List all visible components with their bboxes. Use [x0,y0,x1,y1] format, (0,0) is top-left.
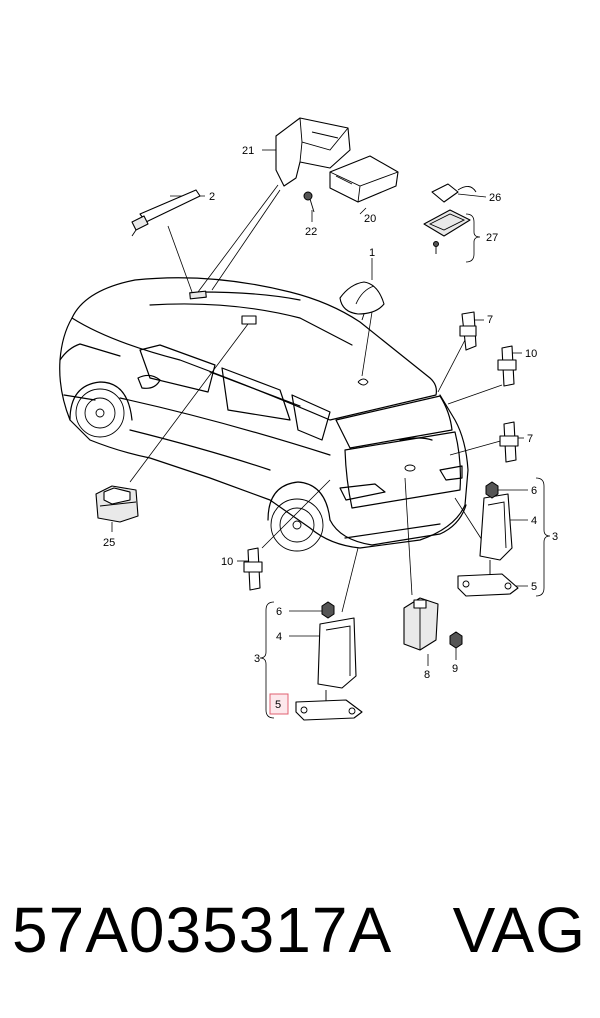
callout-labels: 21 2 20 22 26 27 1 7 10 7 6 4 3 5 25 10 … [103,145,558,711]
callout-4-right: 4 [531,515,537,527]
callout-27: 27 [486,232,498,244]
part-10-sensor-left [243,547,263,591]
part-3-bracket-left [295,601,363,721]
part-21-bracket [275,117,351,187]
callout-2: 2 [209,191,215,203]
car-illustration [59,277,469,552]
brand-label: VAG [452,894,586,966]
callout-9: 9 [452,663,458,675]
callout-21: 21 [242,145,254,157]
part-1-antenna [339,281,385,321]
callout-6-right: 6 [531,485,537,497]
callout-7-top: 7 [487,314,493,326]
callout-26: 26 [489,192,501,204]
callout-10-left: 10 [221,556,233,568]
callout-8: 8 [424,669,430,681]
callout-6-left: 6 [276,606,282,618]
callout-5-left: 5 [275,699,281,711]
part-7-sensor-bottom [499,421,519,463]
callout-1: 1 [369,247,375,259]
callout-25: 25 [103,537,115,549]
leader-lines [111,149,551,719]
callout-3-right: 3 [552,531,558,543]
highlight-box [269,693,289,715]
part-10-sensor-right [497,345,517,387]
callout-10-right: 10 [525,348,537,360]
part-2-antenna-strip [131,189,201,237]
part-27-light [423,209,471,254]
part-25-module [95,485,139,523]
part-7-sensor-top [459,311,477,351]
callout-5-right: 5 [531,581,537,593]
part-3-bracket-right [457,481,519,597]
callout-22: 22 [305,226,317,238]
part-26-switch [431,183,477,203]
part-number-label: 57A035317A [12,894,393,966]
callout-20: 20 [364,213,376,225]
part-20-module [329,155,399,203]
callout-3-left: 3 [254,653,260,665]
part-22-screw [303,191,315,213]
part-9-nut [449,631,463,649]
callout-7-bottom: 7 [527,433,533,445]
part-8-module [403,597,439,651]
callout-4-left: 4 [276,631,282,643]
